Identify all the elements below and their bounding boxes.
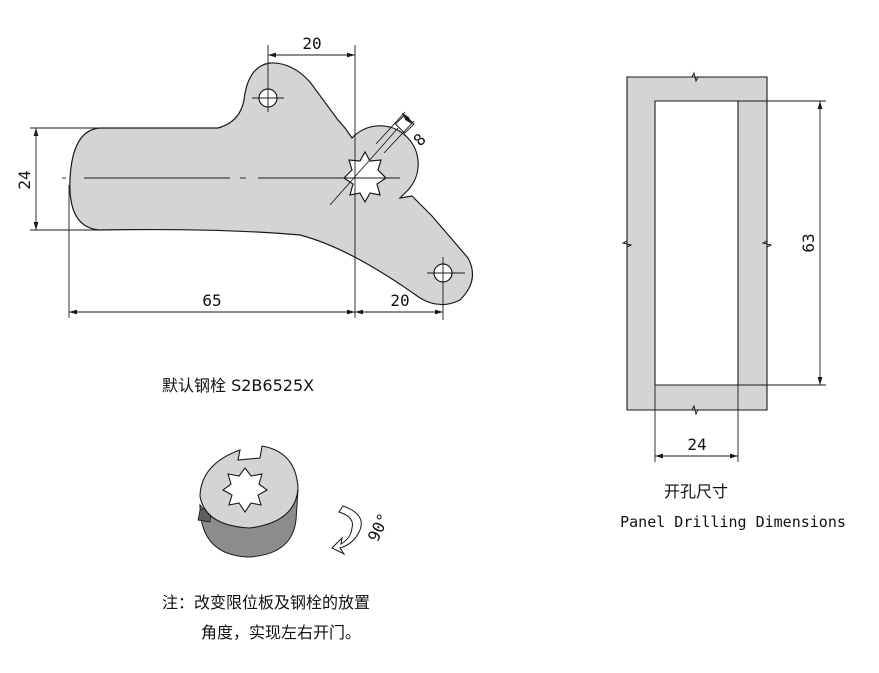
dim-left-label: 24 — [15, 170, 34, 189]
panel-title-cn: 开孔尺寸 — [664, 482, 728, 501]
lever-body — [69, 62, 474, 306]
rotation-label: 90° — [364, 510, 393, 544]
spline-hole — [343, 150, 387, 204]
dim-bottom-right-label: 20 — [390, 291, 409, 310]
cam-drawing: 90° — [197, 445, 393, 558]
dim-height-63: 63 — [767, 100, 826, 386]
panel-drawing: 63 24 开孔尺寸 Panel Drilling Dimensions — [620, 71, 846, 531]
note-line-1: 注：改变限位板及钢栓的放置 — [162, 593, 370, 612]
dim-width-label: 24 — [687, 435, 706, 454]
note-line-2: 角度，实现左右开门。 — [201, 623, 361, 642]
center-lines — [62, 45, 465, 320]
dim-height-label: 63 — [799, 233, 818, 252]
break-marks — [621, 71, 773, 416]
rotation-arrow-icon — [331, 505, 362, 556]
panel-title-en: Panel Drilling Dimensions — [620, 513, 846, 531]
lever-caption: 默认钢栓 S2B6525X — [162, 376, 314, 395]
dim-width-24: 24 — [654, 385, 739, 462]
dim-left-24: 24 — [15, 127, 100, 231]
dim-bottom: 65 20 — [68, 185, 443, 318]
panel-frame — [626, 76, 768, 411]
cam-spline-hole — [221, 467, 269, 513]
lever-drawing: 20 24 65 20 8 默认钢栓 S2B6525X — [15, 34, 474, 395]
dim-bottom-main-label: 65 — [202, 291, 221, 310]
dim-top-label: 20 — [302, 34, 321, 53]
square-symbol-icon — [394, 114, 415, 134]
dim-top-20: 20 — [268, 34, 355, 58]
